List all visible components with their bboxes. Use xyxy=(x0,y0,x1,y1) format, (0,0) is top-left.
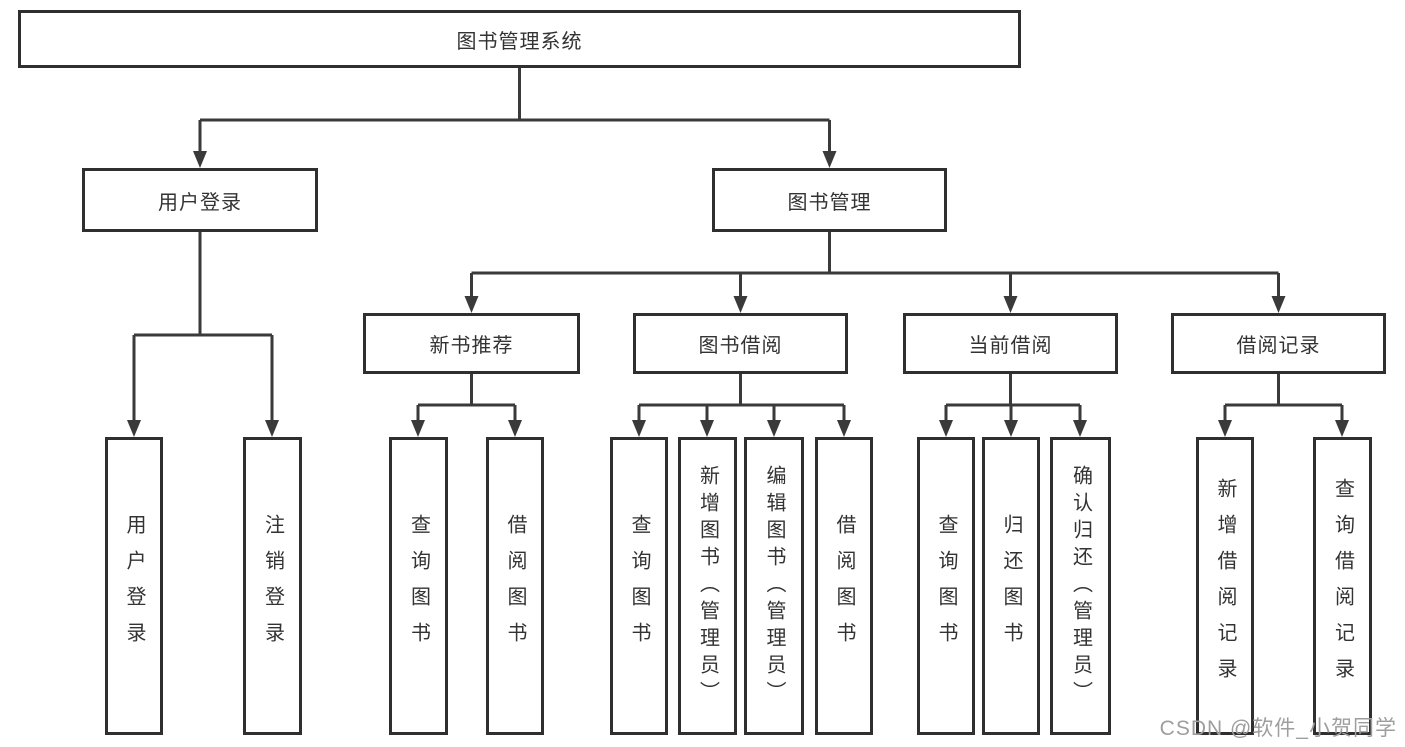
arrowhead xyxy=(837,420,851,437)
leaf-confirm-return-admin: 确认归还（管理员） xyxy=(1050,437,1111,735)
leaf-add-borrow-record: 新增借阅记录 xyxy=(1196,437,1254,735)
node-label: 图书管理系统 xyxy=(456,30,583,53)
node-root-system: 图书管理系统 xyxy=(18,10,1021,68)
leaf-edit-book-admin: 编辑图书（管理员） xyxy=(744,437,804,735)
connector-book-mgmt-to-level3 xyxy=(464,232,1286,313)
arrowhead xyxy=(700,420,714,437)
leaf-add-book-admin: 新增图书（管理员） xyxy=(678,437,737,735)
connector-root-to-level2 xyxy=(193,68,837,168)
arrowhead xyxy=(464,296,479,313)
arrowhead xyxy=(127,420,141,437)
arrowhead xyxy=(939,420,953,437)
arrowhead xyxy=(733,296,748,313)
leaf-query-books-borrow: 查询图书 xyxy=(610,437,668,735)
leaf-label: 注销登录 xyxy=(261,514,284,658)
node-user-login: 用户登录 xyxy=(82,168,318,232)
arrowhead xyxy=(193,151,207,168)
leaf-label: 用户登录 xyxy=(123,514,145,658)
node-label: 新书推荐 xyxy=(429,335,514,357)
leaf-label: 编辑图书（管理员） xyxy=(763,464,785,708)
leaf-query-books-recommend: 查询图书 xyxy=(389,437,448,735)
leaf-label: 查询借阅记录 xyxy=(1331,478,1354,694)
leaf-label: 新增借阅记录 xyxy=(1214,478,1236,694)
arrowhead xyxy=(1003,296,1018,313)
connector-current-borrow-children xyxy=(939,374,1087,437)
arrowhead xyxy=(1218,420,1232,437)
arrowhead xyxy=(265,420,279,437)
connector-user-login-children xyxy=(127,232,279,437)
node-book-borrow: 图书借阅 xyxy=(633,313,848,374)
arrowhead xyxy=(1271,296,1286,313)
watermark: CSDN @软件_小贺同学 xyxy=(1159,717,1397,740)
node-label: 借阅记录 xyxy=(1236,335,1321,357)
leaf-query-borrow-record: 查询借阅记录 xyxy=(1313,437,1372,735)
arrowhead xyxy=(1004,420,1018,437)
leaf-user-login: 用户登录 xyxy=(105,437,163,735)
leaf-label: 查询图书 xyxy=(628,514,650,658)
node-label: 图书借阅 xyxy=(698,335,783,357)
arrowhead xyxy=(822,151,837,168)
leaf-label: 借阅图书 xyxy=(504,514,526,658)
node-label: 用户登录 xyxy=(158,191,242,214)
node-label: 当前借阅 xyxy=(968,335,1053,357)
arrowhead xyxy=(1073,420,1087,437)
node-book-management: 图书管理 xyxy=(712,168,947,232)
node-new-book-recommend: 新书推荐 xyxy=(363,313,580,374)
leaf-return-book: 归还图书 xyxy=(982,437,1040,735)
connector-book-borrow-children xyxy=(632,374,851,437)
leaf-borrow-book: 借阅图书 xyxy=(815,437,873,735)
connector-new-book-children xyxy=(411,374,522,437)
leaf-label: 新增图书（管理员） xyxy=(696,464,719,708)
leaf-label: 归还图书 xyxy=(1000,514,1022,658)
connector-borrow-records-children xyxy=(1218,374,1349,437)
arrowhead xyxy=(632,420,646,437)
arrowhead xyxy=(411,420,425,437)
leaf-label: 查询图书 xyxy=(407,514,430,658)
arrowhead xyxy=(508,420,522,437)
leaf-label: 查询图书 xyxy=(935,514,957,658)
node-borrow-records: 借阅记录 xyxy=(1171,313,1386,374)
leaf-label: 借阅图书 xyxy=(833,514,855,658)
arrowhead xyxy=(1335,420,1349,437)
leaf-logout: 注销登录 xyxy=(243,437,302,735)
leaf-query-books-current: 查询图书 xyxy=(917,437,975,735)
leaf-label: 确认归还（管理员） xyxy=(1069,464,1092,708)
arrowhead xyxy=(767,420,781,437)
node-current-borrow: 当前借阅 xyxy=(903,313,1118,374)
node-label: 图书管理 xyxy=(787,191,872,214)
leaf-borrow-books-recommend: 借阅图书 xyxy=(486,437,544,735)
